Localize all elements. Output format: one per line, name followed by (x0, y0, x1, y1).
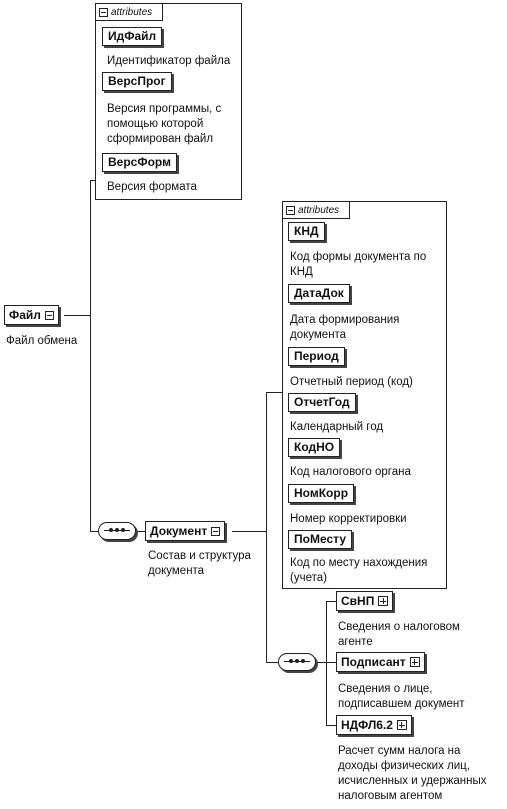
root-element-desc: Файл обмена (6, 335, 78, 347)
attribute-desc: Номер корректировки (290, 513, 407, 525)
attribute-desc: Код формы документа по КНД (290, 251, 427, 278)
element-desc: Расчет сумм налога на доходы физических … (338, 745, 487, 802)
connector (266, 392, 267, 662)
element-document-label: Документ (150, 524, 208, 538)
attributes-tab[interactable]: attributes (282, 201, 351, 219)
attribute-desc: Версия формата (107, 181, 197, 193)
element-svnp[interactable]: СвНП (336, 591, 394, 611)
element-desc: Сведения о налоговом агенте (338, 621, 460, 648)
attribute-pomestu[interactable]: ПоМесту (288, 530, 352, 549)
document-attributes-group: attributes (282, 201, 447, 589)
connector (136, 531, 145, 532)
attribute-desc: Идентификатор файла (107, 55, 231, 67)
connector (90, 531, 98, 532)
attribute-period[interactable]: Период (288, 347, 345, 366)
attribute-desc: Код налогового органа (290, 466, 411, 478)
attribute-desc: Код по месту нахождения (учета) (290, 557, 428, 584)
attributes-tab[interactable]: attributes (95, 3, 164, 21)
collapse-icon[interactable] (211, 526, 221, 536)
connector (326, 725, 336, 726)
element-document-desc: Состав и структура документа (148, 550, 251, 577)
connector (326, 601, 327, 725)
attributes-tab-label: attributes (298, 204, 340, 216)
connector (90, 180, 96, 181)
attribute-versform[interactable]: ВерсФорм (102, 153, 177, 172)
attribute-knd[interactable]: КНД (288, 222, 325, 241)
connector (64, 315, 90, 316)
element-label: НДФЛ6.2 (341, 718, 393, 732)
expand-icon[interactable] (409, 657, 420, 667)
connector (316, 662, 326, 663)
connector (90, 180, 91, 532)
attribute-versprog[interactable]: ВерсПрог (102, 72, 172, 91)
attributes-tab-label: attributes (111, 6, 153, 18)
element-label: СвНП (341, 594, 375, 608)
connector (266, 662, 278, 663)
collapse-icon[interactable] (286, 205, 295, 215)
attribute-desc: Календарный год (290, 421, 384, 433)
connector (232, 531, 266, 532)
attribute-desc: Дата формирования документа (290, 314, 400, 341)
attribute-datadok[interactable]: ДатаДок (288, 284, 350, 303)
sequence-compositor (278, 653, 316, 671)
attribute-desc: Версия программы, с помощью которой сфор… (107, 103, 222, 145)
element-desc: Сведения о лице, подписавшем документ (338, 683, 465, 710)
element-label: Подписант (341, 655, 406, 669)
attribute-idfile[interactable]: ИдФайл (102, 27, 163, 46)
root-element-label: Файл (9, 308, 41, 322)
attribute-otchetgod[interactable]: ОтчетГод (288, 393, 356, 412)
connector (266, 392, 282, 393)
expand-icon[interactable] (378, 596, 389, 606)
sequence-compositor (98, 522, 136, 540)
expand-icon[interactable] (396, 720, 407, 730)
element-podpisant[interactable]: Подписант (336, 652, 425, 672)
attribute-nomkorr[interactable]: НомКорр (288, 484, 355, 503)
collapse-icon[interactable] (44, 310, 54, 320)
root-element-file[interactable]: Файл (4, 305, 59, 325)
element-ndfl62[interactable]: НДФЛ6.2 (336, 715, 412, 735)
connector (326, 601, 336, 602)
attribute-desc: Отчетный период (код) (290, 376, 413, 388)
element-document[interactable]: Документ (145, 521, 226, 541)
connector (326, 662, 336, 663)
attribute-kodno[interactable]: КодНО (288, 438, 341, 457)
collapse-icon[interactable] (99, 7, 108, 17)
